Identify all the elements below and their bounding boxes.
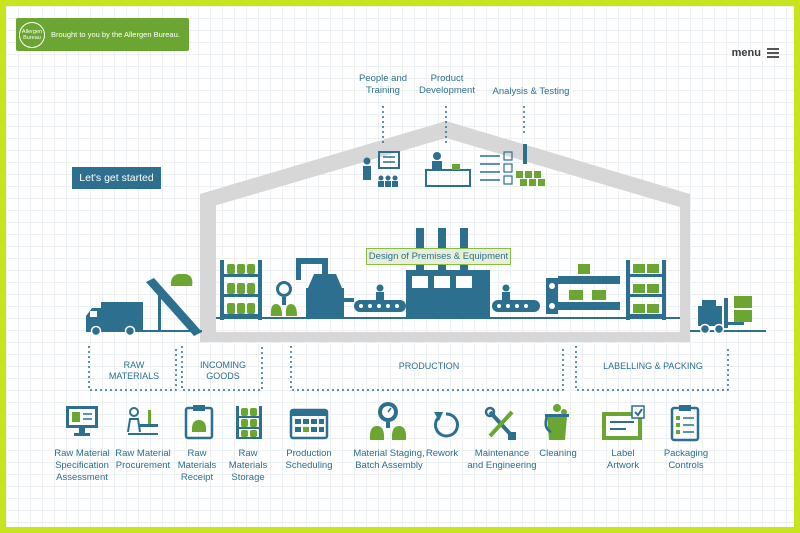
label-check-icon[interactable] — [600, 404, 646, 442]
product-development-link[interactable]: Product Development — [419, 73, 475, 96]
allergen-bureau-logo: Allergen Bureau — [19, 21, 45, 48]
page-frame: Allergen Bureau Brought to you by the Al… — [6, 6, 794, 527]
production-scheduling-link[interactable]: Production Scheduling — [285, 448, 333, 471]
rework-link[interactable]: Rework — [425, 448, 459, 459]
conveyor-belt-icon — [354, 284, 406, 312]
mixer-machine-icon — [296, 258, 354, 318]
chute-icon — [146, 274, 202, 336]
processing-machines-icon — [406, 228, 490, 318]
material-staging-link[interactable]: Material Staging, Batch Assembly — [353, 448, 425, 471]
menu-label: menu — [731, 47, 761, 59]
shelf-bags-icon[interactable] — [234, 404, 264, 440]
packing-machine-icon — [546, 264, 620, 314]
packaging-controls-link[interactable]: Packaging Controls — [663, 448, 709, 471]
delivery-truck-icon — [86, 302, 143, 337]
storage-shelf-icon — [220, 260, 262, 320]
maintenance-engineering-link[interactable]: Maintenance and Engineering — [467, 448, 537, 471]
tools-icon[interactable] — [484, 406, 518, 442]
calendar-icon[interactable] — [289, 406, 329, 440]
label-artwork-link[interactable]: Label Artwork — [606, 448, 640, 471]
lets-get-started-button[interactable]: Let's get started — [72, 167, 161, 189]
cleaning-link[interactable]: Cleaning — [539, 448, 577, 459]
conveyor-belt-icon — [492, 284, 540, 312]
raw-materials-receipt-link[interactable]: Raw Materials Receipt — [177, 448, 217, 483]
people-training-icon — [363, 151, 400, 187]
clipboard-list-icon[interactable] — [670, 404, 700, 442]
forklift-icon — [698, 296, 752, 335]
raw-materials-storage-link[interactable]: Raw Materials Storage — [228, 448, 268, 483]
hamburger-icon — [767, 46, 779, 60]
raw-material-procurement-link[interactable]: Raw Material Procurement — [115, 448, 171, 471]
banner-text: Brought to you by the Allergen Bureau. — [51, 30, 180, 39]
scale-bags-icon[interactable] — [366, 400, 410, 442]
product-shelf-icon — [626, 260, 666, 320]
analysis-testing-link[interactable]: Analysis & Testing — [492, 86, 570, 97]
section-production: PRODUCTION — [398, 361, 460, 371]
menu-button[interactable]: menu — [732, 46, 779, 60]
bucket-icon[interactable] — [541, 402, 575, 442]
people-training-link[interactable]: People and Training — [358, 73, 408, 96]
process-illustration — [86, 106, 766, 391]
person-desk-icon[interactable] — [124, 404, 160, 440]
allergen-bureau-banner[interactable]: Allergen Bureau Brought to you by the Al… — [16, 18, 189, 51]
raw-material-spec-link[interactable]: Raw Material Specification Assessment — [54, 448, 110, 483]
analysis-testing-icon — [480, 144, 545, 186]
product-development-icon — [425, 152, 471, 187]
clipboard-bag-icon[interactable] — [182, 404, 216, 440]
weighing-scale-icon — [270, 281, 297, 316]
section-labelling-packing: LABELLING & PACKING — [603, 361, 703, 371]
section-incoming-goods: INCOMING GOODS — [200, 360, 246, 381]
design-premises-equipment-link[interactable]: Design of Premises & Equipment — [366, 248, 511, 265]
factory-house-outline — [200, 121, 690, 342]
rework-arrow-icon[interactable] — [431, 408, 461, 440]
section-raw-materials: RAW MATERIALS — [108, 360, 160, 381]
monitor-checklist-icon[interactable] — [64, 404, 100, 440]
